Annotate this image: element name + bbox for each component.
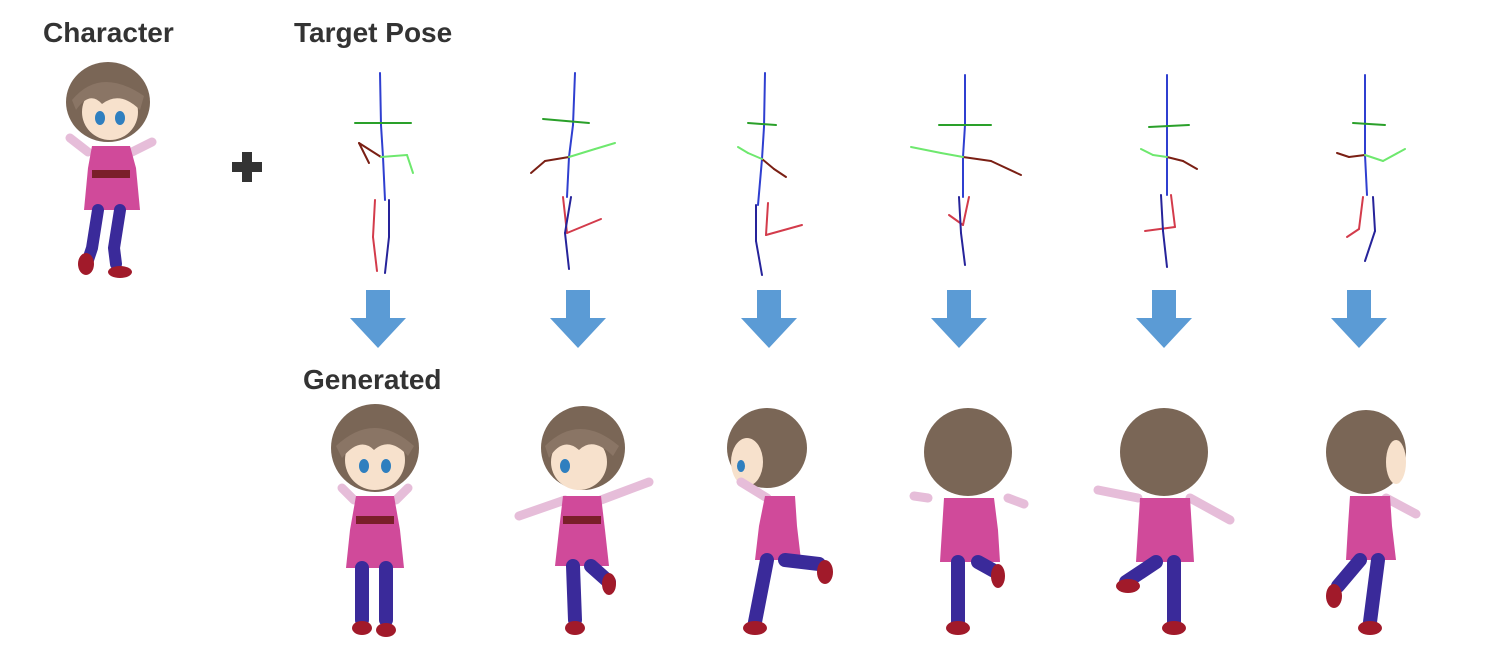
generated-character-6	[1326, 410, 1421, 635]
pose-skeleton-1	[354, 72, 414, 274]
down-arrow-icon	[741, 290, 797, 348]
down-arrow-icon	[931, 290, 987, 348]
pose-skeleton-6	[1336, 74, 1406, 262]
down-arrow-icon	[1136, 290, 1192, 348]
generated-character-4	[909, 408, 1029, 635]
generated-character-3	[727, 408, 833, 635]
character-label: Character	[43, 17, 174, 48]
pose-skeleton-5	[1140, 74, 1198, 268]
down-arrow-icon	[550, 290, 606, 348]
pose-skeleton-2	[530, 72, 616, 270]
down-arrow-icon	[350, 290, 406, 348]
generated-character-5	[1093, 408, 1235, 635]
generated-label: Generated	[303, 364, 442, 395]
generated-character-2	[514, 406, 654, 635]
pose-skeleton-4	[910, 74, 1022, 266]
down-arrow-icon	[1331, 290, 1387, 348]
plus-icon	[228, 148, 266, 186]
generated-character-1	[331, 404, 419, 637]
source-character	[65, 62, 157, 278]
target-pose-label: Target Pose	[294, 17, 453, 48]
pose-skeleton-3	[737, 72, 803, 276]
character-illustration	[65, 62, 157, 278]
